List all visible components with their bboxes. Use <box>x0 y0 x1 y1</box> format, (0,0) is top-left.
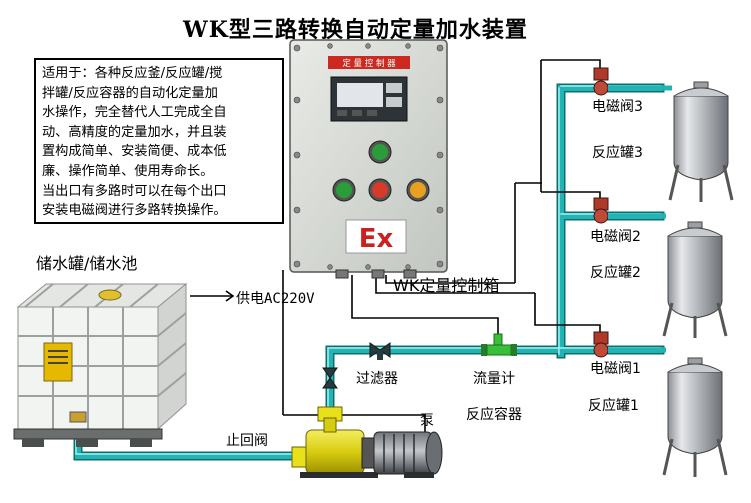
control-box <box>289 39 448 279</box>
valve-2-label: 电磁阀2 <box>590 229 641 245</box>
power-arrow-head <box>225 290 235 302</box>
wire-flowmeter <box>351 275 499 338</box>
tank-2-label: 反应罐2 <box>590 265 641 281</box>
description-line: 拌罐/反应容器的自动化定量加 <box>42 85 218 101</box>
filter-valve <box>369 342 391 360</box>
wire-valve-3-top <box>541 59 601 76</box>
description-line: 水操作，完全替代人工完成全自 <box>42 105 227 121</box>
wire-valve-3-vertical <box>540 60 542 184</box>
valve-3-label: 电磁阀3 <box>592 99 643 115</box>
start-button <box>336 182 352 198</box>
check-valve-label: 止回阀 <box>226 433 268 449</box>
reactor-tank-2 <box>662 221 728 338</box>
storage-tank-label: 储水罐/储水池 <box>36 254 138 273</box>
solenoid-valve-2 <box>593 197 609 224</box>
tank-1-label: 反应罐1 <box>588 398 639 414</box>
flowmeter <box>481 333 517 356</box>
wire-controller-out <box>375 275 535 294</box>
reactor-tank-1 <box>662 357 728 477</box>
reactor-tank-3 <box>668 81 734 202</box>
container-label: 反应容器 <box>466 407 522 423</box>
solenoid-valve-1 <box>593 331 609 358</box>
description-box: 适用于：各种反应釜/反应罐/搅 拌罐/反应容器的自动化定量加 水操作，完全替代人… <box>34 58 284 224</box>
ex-mark: Ex <box>359 224 394 254</box>
description-line: 廉、操作简单、使用寿命长。 <box>42 163 214 179</box>
description-line: 当出口有多路时可以在每个出口 <box>42 183 227 199</box>
pump-assembly <box>291 406 443 478</box>
check-valve <box>322 367 338 389</box>
description-line: 适用于：各种反应釜/反应罐/搅 <box>42 66 223 81</box>
outlet-valve <box>69 411 87 423</box>
run-button <box>372 144 388 160</box>
panel-header-plate <box>328 56 410 69</box>
stop-button <box>372 182 388 198</box>
valve-1-label: 电磁阀1 <box>590 361 641 377</box>
description-line: 置构成简单、安装简便、成本低 <box>42 144 227 160</box>
tank-inlets <box>608 85 672 353</box>
description-line: 安装电磁阀进行多路转换操作。 <box>42 203 227 219</box>
filter-label: 过滤器 <box>356 371 398 387</box>
controller-label: WK定量控制箱 <box>393 276 500 295</box>
page-title: WK型三路转换自动定量加水装置 <box>183 17 528 43</box>
lcd-screen <box>337 83 383 107</box>
pump-label: 泵 <box>420 413 434 429</box>
wire-valve-2-top <box>541 191 601 206</box>
panel-header-label: 定 量 控 制 器 <box>342 58 396 69</box>
flowmeter-label: 流量计 <box>473 371 515 387</box>
wire-valve-1 <box>534 293 601 340</box>
description-line: 动、高精度的定量加水，并且装 <box>42 124 227 140</box>
power-supply-label: 供电AC220V <box>236 291 315 307</box>
storage-tank <box>13 282 188 447</box>
solenoid-valve-3 <box>593 67 609 96</box>
reset-button <box>410 182 426 198</box>
tank-3-label: 反应罐3 <box>592 145 643 161</box>
